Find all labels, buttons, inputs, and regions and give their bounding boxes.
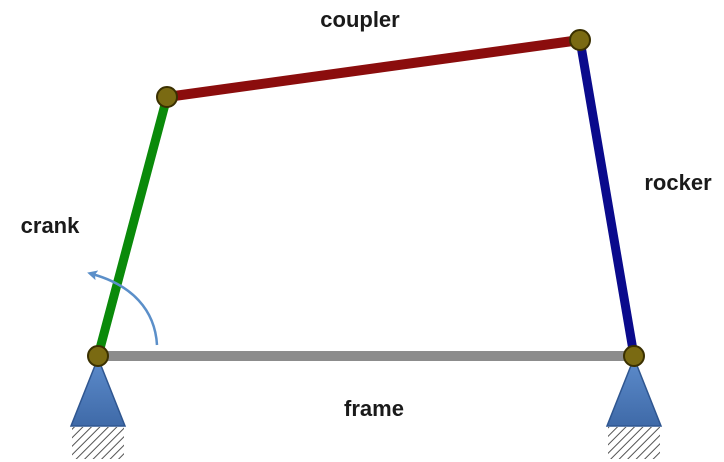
ground-hatch-left xyxy=(72,427,124,459)
crank-link xyxy=(93,95,172,358)
joint-coupler-rocker xyxy=(569,29,591,51)
joint-crank-coupler xyxy=(156,86,178,108)
support-left xyxy=(69,355,127,427)
coupler-link xyxy=(166,35,581,102)
rocker-label: rocker xyxy=(644,170,712,195)
crank-label: crank xyxy=(21,213,80,238)
rotation-arrow xyxy=(87,270,159,346)
support-right xyxy=(605,355,663,427)
frame-label: frame xyxy=(344,396,404,421)
joint-crank-ground xyxy=(87,345,109,367)
ground-hatch-right xyxy=(608,427,660,459)
rocker-link xyxy=(575,39,639,357)
joint-rocker-ground xyxy=(623,345,645,367)
coupler-label: coupler xyxy=(320,7,400,32)
